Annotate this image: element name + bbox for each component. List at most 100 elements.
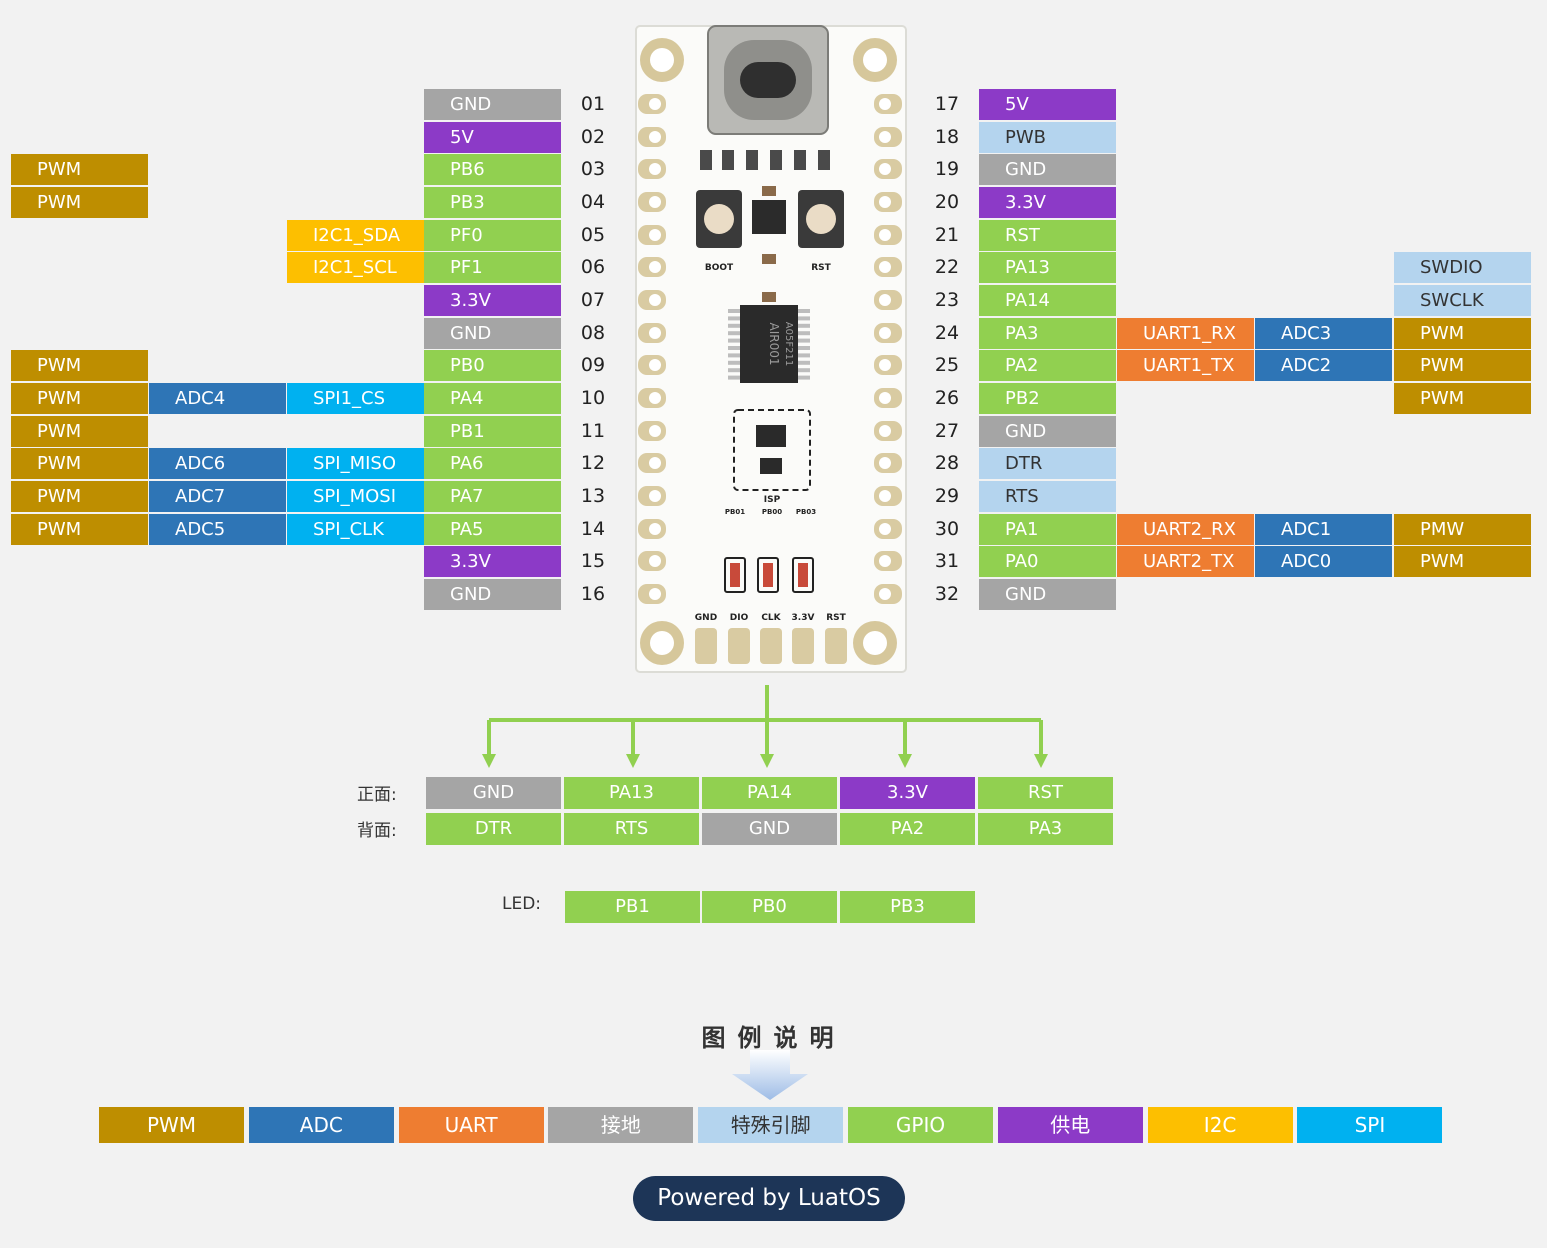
pin-number: 30 (934, 518, 960, 540)
left-pad-hole (649, 457, 661, 469)
right-pad-hole (879, 392, 891, 404)
header-arrows (482, 685, 1048, 768)
chip-pin (798, 375, 810, 380)
pin-number: 10 (580, 387, 606, 409)
pin-function: ADC5 (149, 514, 286, 545)
pin-number: 18 (934, 126, 960, 148)
legend-item: SPI (1297, 1107, 1443, 1143)
pin-function: SPI_CLK (287, 514, 424, 545)
usb-c-slot (740, 62, 796, 98)
led-outline (757, 557, 779, 593)
bottom-pad (825, 628, 847, 664)
legend-item: PWM (99, 1107, 244, 1143)
pin-label: PA2 (979, 350, 1116, 381)
pin-label: RST (979, 220, 1116, 251)
pin-number: 03 (580, 158, 606, 180)
left-pad-hole (649, 359, 661, 371)
bottom-pad-label: RST (826, 613, 846, 623)
smd-component (818, 150, 830, 170)
component-row (700, 150, 830, 170)
legend-item: 特殊引脚 (698, 1107, 844, 1143)
header-back-cell: DTR (426, 813, 561, 845)
led-outline (792, 557, 814, 593)
pin-function: PWM (11, 187, 148, 218)
regulator-icon (752, 200, 786, 234)
legend-item: 供电 (997, 1107, 1143, 1143)
chip-marking: AIR001 (767, 323, 781, 366)
right-pad-hole (879, 131, 891, 143)
left-pad-hole (649, 523, 661, 535)
mount-hole (650, 631, 674, 655)
chip-pin (728, 346, 740, 350)
pin-number: 16 (580, 583, 606, 605)
pin-number: 27 (934, 420, 960, 442)
bottom-pad-label: CLK (761, 613, 781, 623)
chip-pin (798, 368, 810, 373)
led-icon (763, 563, 773, 587)
pin-function: ADC6 (149, 448, 286, 479)
pin-label: 3.3V (424, 546, 561, 577)
arrow-head-icon (898, 754, 912, 768)
pin-number: 08 (580, 322, 606, 344)
pin-number: 19 (934, 158, 960, 180)
right-pad-hole (879, 523, 891, 535)
pin-label: GND (979, 416, 1116, 447)
side-pads (638, 94, 902, 604)
legend-item: GPIO (848, 1107, 993, 1143)
legend-item: ADC (248, 1107, 394, 1143)
pin-function: SWDIO (1394, 252, 1531, 283)
chip-pin (728, 360, 740, 365)
pin-label: PA4 (424, 383, 561, 414)
pin-number: 05 (580, 224, 606, 246)
pin-function: ADC1 (1255, 514, 1392, 545)
chip-pin (728, 338, 740, 343)
right-pad-hole (879, 490, 891, 502)
pin-label: PA13 (979, 252, 1116, 283)
smd-component (794, 150, 806, 170)
powered-by-badge[interactable]: Powered by LuatOS (633, 1176, 905, 1221)
pin-function: ADC2 (1255, 350, 1392, 381)
header-front-cell: PA14 (702, 777, 837, 809)
arrow-head-icon (760, 754, 774, 768)
chip-code: A05F211 (783, 322, 794, 366)
pin-label: PF1 (424, 252, 561, 283)
pin-function: PWM (11, 448, 148, 479)
pin-number: 12 (580, 452, 606, 474)
bottom-pad (760, 628, 782, 664)
pin-function: ADC0 (1255, 546, 1392, 577)
pin-label: PB3 (424, 187, 561, 218)
left-pad-hole (649, 588, 661, 600)
led-pin-cell: PB0 (702, 891, 837, 923)
led-silk-label: PB01 (725, 508, 745, 516)
mcu-chip-icon (740, 305, 798, 383)
chip-pin (798, 346, 810, 350)
pin-number: 25 (934, 354, 960, 376)
mount-hole (863, 631, 887, 655)
pin-number: 20 (934, 191, 960, 213)
pin-number: 23 (934, 289, 960, 311)
header-front-cell: PA13 (564, 777, 699, 809)
right-pad-hole (879, 425, 891, 437)
arrow-head-icon (626, 754, 640, 768)
smd-component (722, 150, 734, 170)
chip-pin (798, 323, 810, 328)
legend-item: I2C (1147, 1107, 1293, 1143)
led-silk-label: PB03 (796, 508, 816, 516)
right-pad-hole (879, 163, 891, 175)
pin-label: GND (979, 154, 1116, 185)
legend-down-arrow-icon (732, 1050, 808, 1100)
pin-number: 07 (580, 289, 606, 311)
chip-pin (798, 331, 810, 336)
pin-function: UART2_RX (1117, 514, 1254, 545)
pin-label: 3.3V (979, 187, 1116, 218)
pin-function: UART1_RX (1117, 318, 1254, 349)
pin-number: 32 (934, 583, 960, 605)
left-pad-hole (649, 261, 661, 273)
pin-label: PA14 (979, 285, 1116, 316)
chip-pin (728, 309, 740, 313)
pin-label: PF0 (424, 220, 561, 251)
pin-label: GND (979, 579, 1116, 610)
mount-hole (650, 48, 674, 72)
